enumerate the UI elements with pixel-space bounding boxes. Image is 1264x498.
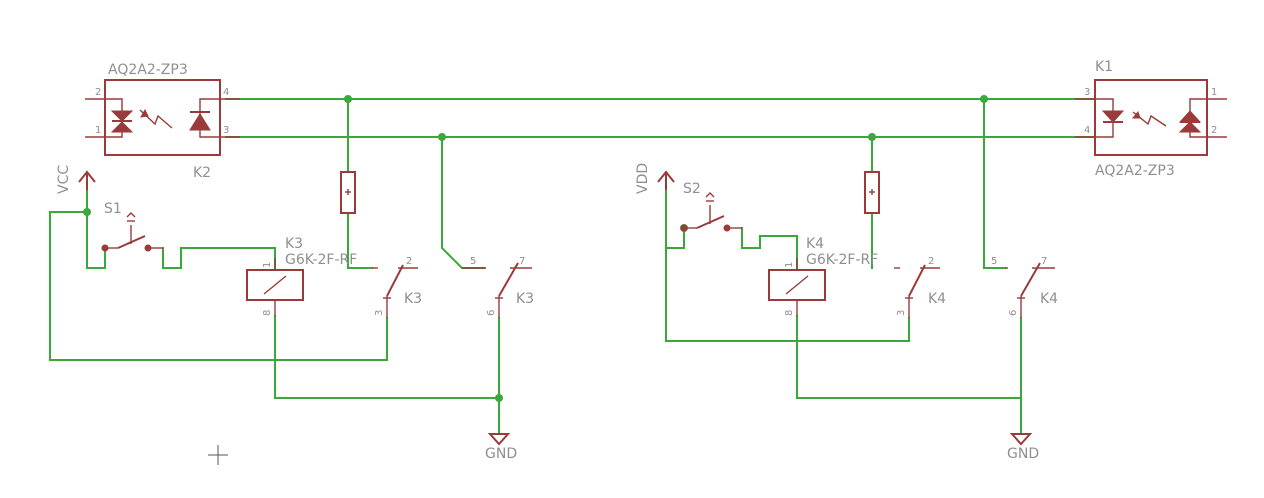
s1-label: S1: [104, 201, 122, 217]
wire-bus-to-k3-pin5: [441, 136, 486, 269]
k4-value-label: G6K-2F-RF: [806, 252, 878, 268]
k2-pin-label: 3: [223, 125, 229, 136]
relay-k3-contact-b-labels: 5 7 6 K3: [470, 256, 534, 316]
switch-s2[interactable]: [680, 192, 742, 232]
ground-symbol-left: GND: [485, 433, 517, 462]
relay-k4-contact-a-labels: 2 3 K4: [896, 256, 946, 316]
gnd-label: GND: [1007, 446, 1039, 462]
k1-pin-label: 3: [1084, 87, 1090, 98]
relay-k3-coil[interactable]: [246, 258, 304, 316]
opto-coupler-k1[interactable]: [1075, 79, 1227, 156]
k2-pin-label: 1: [95, 125, 101, 136]
k3-contact-pin-label: 6: [486, 310, 497, 316]
vdd-label: VDD: [635, 163, 651, 194]
k4-contact-pin-label: 7: [1041, 256, 1047, 267]
junction-dot: [83, 208, 91, 216]
switch-s1[interactable]: [101, 212, 163, 252]
wire-k3-coil-to-gnd: [274, 315, 500, 399]
opto-coupler-k2-labels: AQ2A2-ZP3 K2 2 1 4 3: [95, 62, 229, 181]
k2-pin-label: 2: [95, 87, 101, 98]
k4-contact-name-label: K4: [1040, 291, 1058, 307]
k3-coil-pin-label: 1: [262, 262, 273, 268]
wire-vdd-to-s2: [665, 227, 685, 249]
k3-contact-name-label: K3: [516, 291, 534, 307]
k1-pin-label: 1: [1211, 87, 1217, 98]
relay-k4-labels: K4 G6K-2F-RF 1 8: [784, 236, 878, 316]
opto-coupler-k1-labels: K1 AQ2A2-ZP3 3 4 1 2: [1084, 59, 1217, 179]
k1-pin-label: 4: [1084, 125, 1090, 136]
k2-value-label: AQ2A2-ZP3: [108, 62, 188, 78]
opto-coupler-k2[interactable]: [85, 79, 240, 156]
relay-k4-contact-b-labels: 5 7 6 K4: [991, 256, 1058, 316]
wire-vcc-loop: [49, 211, 388, 361]
wire-s1-to-coil: [162, 247, 276, 271]
k2-name-label: K2: [193, 165, 211, 181]
relay-k3-contact-a-labels: 2 3 K3: [374, 256, 422, 316]
gnd-label: GND: [485, 446, 517, 462]
k3-value-label: G6K-2F-RF: [285, 252, 357, 268]
k3-contact-pin-label: 5: [470, 256, 476, 267]
relay-k4-contact-a[interactable]: [894, 264, 940, 318]
junction-dot: [495, 394, 503, 402]
relay-k4-coil[interactable]: [768, 258, 826, 316]
wire-s2-to-coil: [741, 227, 798, 271]
relay-k3-contact-b[interactable]: [462, 262, 532, 318]
k1-value-label: AQ2A2-ZP3: [1095, 163, 1175, 179]
k4-contact-pin-label: 3: [896, 310, 907, 316]
k2-pin-label: 4: [223, 87, 229, 98]
origin-cross-icon: [208, 445, 228, 465]
junction-dot: [980, 95, 988, 103]
relay-k4-contact-b[interactable]: [1005, 262, 1055, 318]
k3-coil-pin-label: 8: [262, 310, 273, 316]
wires: [49, 98, 1096, 435]
wire-vcc-to-s1: [86, 184, 106, 269]
vcc-symbol: VCC: [56, 165, 96, 194]
k3-contact-pin-label: 7: [519, 256, 525, 267]
k4-contact-name-label: K4: [928, 291, 946, 307]
k4-name-label: K4: [806, 236, 824, 252]
wire-vdd-loop: [665, 189, 910, 342]
relay-k3-labels: K3 G6K-2F-RF 1 8: [262, 236, 357, 316]
vcc-label: VCC: [56, 165, 72, 194]
k4-coil-pin-label: 8: [784, 310, 795, 316]
k4-contact-pin-label: 5: [991, 256, 997, 267]
wire-k4-coil-to-gnd: [796, 315, 1022, 399]
k3-contact-pin-label: 3: [374, 310, 385, 316]
k1-name-label: K1: [1095, 59, 1113, 75]
k4-contact-pin-label: 2: [928, 256, 934, 267]
junction-dot: [438, 133, 446, 141]
relay-k3-contact-a[interactable]: [372, 264, 418, 318]
k3-contact-name-label: K3: [404, 291, 422, 307]
k4-contact-pin-label: 6: [1008, 310, 1019, 316]
k1-pin-label: 2: [1211, 125, 1217, 136]
resistor-right[interactable]: [864, 171, 880, 214]
ground-symbol-right: GND: [1007, 433, 1039, 462]
junction-dot: [344, 95, 352, 103]
s2-label: S2: [683, 181, 701, 197]
k4-coil-pin-label: 1: [784, 262, 795, 268]
resistor-left[interactable]: [340, 171, 356, 214]
junction-dot: [868, 133, 876, 141]
k3-contact-pin-label: 2: [406, 256, 412, 267]
k3-name-label: K3: [285, 236, 303, 252]
vdd-symbol: VDD: [635, 163, 675, 194]
